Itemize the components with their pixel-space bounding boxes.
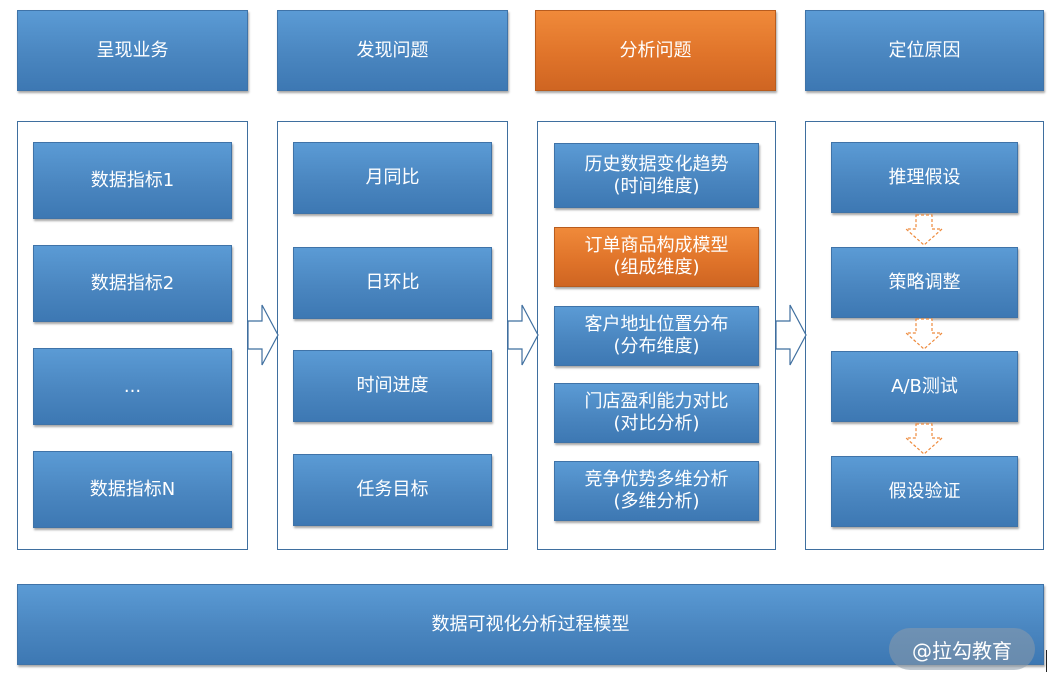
metric-box: 数据指标2 (33, 245, 232, 322)
metric-box: ... (33, 348, 232, 425)
analysis-dimension: (分布维度) (613, 336, 700, 357)
analysis-box-highlight: 订单商品构成模型 (组成维度) (554, 227, 759, 287)
down-arrow-icon (904, 318, 944, 350)
watermark-text: @拉勾教育 (912, 638, 1012, 663)
right-arrow-icon (775, 304, 807, 366)
footer-title: 数据可视化分析过程模型 (431, 613, 630, 635)
header-present-business: 呈现业务 (17, 10, 248, 91)
cause-label: 策略调整 (888, 271, 961, 293)
analysis-title: 客户地址位置分布 (584, 314, 729, 335)
cause-box: 假设验证 (831, 456, 1018, 527)
analysis-dimension: (组成维度) (613, 257, 700, 278)
down-arrow-icon (904, 423, 944, 455)
metric-label: 数据指标1 (90, 169, 175, 191)
text-cursor (1046, 650, 1047, 672)
header-label: 发现问题 (356, 39, 429, 61)
right-arrow-icon (507, 304, 539, 366)
compare-box: 任务目标 (293, 454, 492, 526)
metric-label: ... (123, 375, 142, 397)
metric-box: 数据指标N (33, 451, 232, 528)
compare-label: 任务目标 (356, 479, 429, 500)
cause-box: 策略调整 (831, 247, 1018, 318)
analysis-box: 竞争优势多维分析 (多维分析) (554, 461, 759, 521)
analysis-box: 历史数据变化趋势 (时间维度) (554, 143, 759, 208)
cause-box: 推理假设 (831, 142, 1018, 213)
metric-box: 数据指标1 (33, 142, 232, 219)
analysis-title: 竞争优势多维分析 (584, 469, 729, 490)
analysis-dimension: (多维分析) (613, 491, 700, 512)
analysis-dimension: (时间维度) (613, 175, 700, 197)
compare-box: 日环比 (293, 247, 492, 319)
header-label: 定位原因 (888, 39, 961, 61)
analysis-box: 客户地址位置分布 (分布维度) (554, 306, 759, 366)
cause-label: A/B测试 (891, 375, 958, 397)
compare-box: 月同比 (293, 142, 492, 214)
down-arrow-icon (904, 214, 944, 246)
analysis-title: 历史数据变化趋势 (584, 153, 729, 175)
analysis-title: 门店盈利能力对比 (584, 391, 729, 412)
compare-label: 时间进度 (356, 375, 429, 396)
analysis-title: 订单商品构成模型 (584, 235, 729, 256)
metric-label: 数据指标2 (90, 272, 175, 294)
cause-box: A/B测试 (831, 351, 1018, 422)
compare-label: 月同比 (365, 167, 420, 188)
compare-label: 日环比 (365, 272, 420, 293)
analysis-box: 门店盈利能力对比 (对比分析) (554, 383, 759, 443)
header-label: 呈现业务 (96, 39, 169, 61)
header-label: 分析问题 (619, 39, 692, 61)
cause-label: 假设验证 (888, 480, 961, 502)
metric-label: 数据指标N (89, 478, 176, 500)
header-discover-problem: 发现问题 (277, 10, 508, 91)
watermark-badge: @拉勾教育 (889, 628, 1035, 670)
right-arrow-icon (247, 304, 279, 366)
footer-title-bar: 数据可视化分析过程模型 (17, 584, 1044, 665)
analysis-dimension: (对比分析) (613, 413, 700, 434)
header-analyze-problem: 分析问题 (535, 10, 776, 91)
header-locate-cause: 定位原因 (805, 10, 1044, 91)
compare-box: 时间进度 (293, 350, 492, 422)
cause-label: 推理假设 (888, 166, 961, 188)
